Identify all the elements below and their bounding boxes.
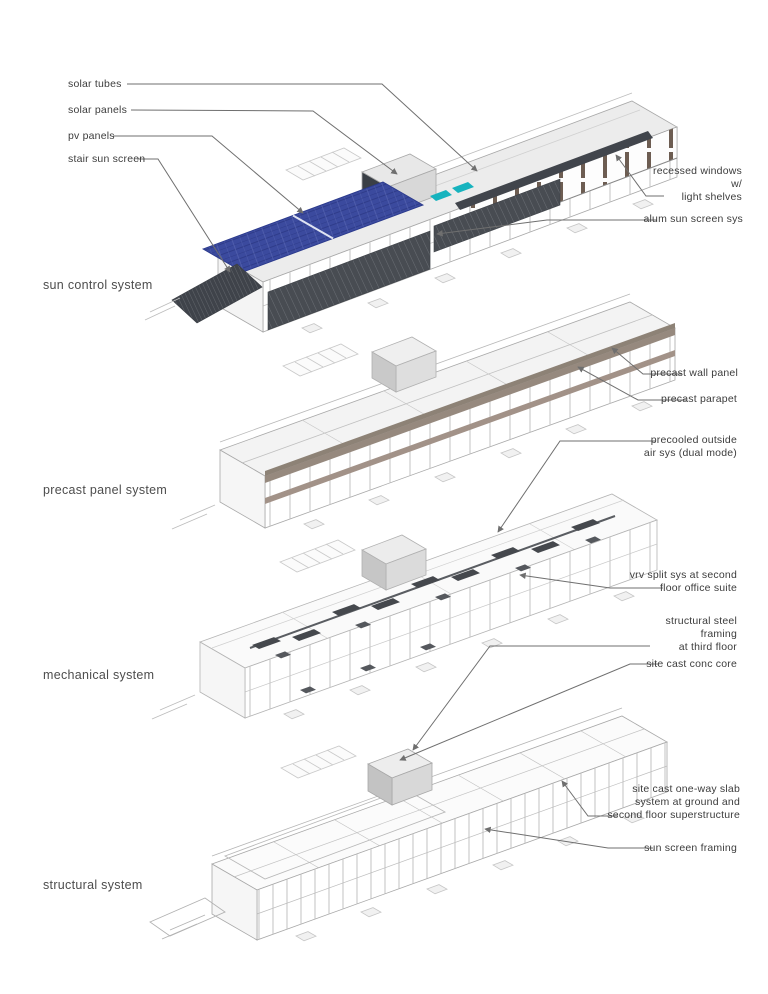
callout-text: air sys (dual mode) xyxy=(643,447,737,459)
stair-sun-screen-shape xyxy=(171,263,263,324)
roof-edge-band xyxy=(455,131,653,210)
core-box xyxy=(361,534,427,591)
alum-sun-screen-lower xyxy=(267,230,431,331)
structural-illustration xyxy=(149,707,668,942)
floating-trellis xyxy=(285,147,362,181)
callout-structural-steel: structural steel framing at third floor xyxy=(666,615,737,654)
callout-text: vrv split sys at second xyxy=(629,569,737,581)
section-title-sun-control: sun control system xyxy=(43,278,153,292)
callout-text: stair sun screen xyxy=(68,153,146,165)
callout-text: recessed windows xyxy=(653,165,742,177)
callout-text: framing xyxy=(700,628,737,640)
callout-solar-panels: solar panels xyxy=(68,104,127,117)
leader-precast-wall-panel xyxy=(611,347,682,375)
leader-solar-panels xyxy=(130,109,398,175)
sun-screen-framing-outline xyxy=(223,788,447,880)
precast-parapet-band xyxy=(265,323,675,476)
callout-alum-sun-screen: alum sun screen sys xyxy=(643,213,743,226)
callout-text: solar panels xyxy=(68,104,128,116)
callout-text: solar tubes xyxy=(68,78,122,90)
alum-sun-screen-upper xyxy=(433,178,561,253)
leader-sun-screen-framing xyxy=(484,826,653,849)
callout-sun-screen-framing: sun screen framing xyxy=(644,842,737,855)
leader-vrv-split xyxy=(519,572,663,589)
callout-text: structural steel xyxy=(665,615,737,627)
leader-alum-sun-screen xyxy=(436,219,657,237)
leader-solar-tubes xyxy=(127,83,478,172)
callout-text: pv panels xyxy=(68,130,115,142)
callout-text: alum sun screen sys xyxy=(643,213,743,225)
leader-one-way-slab xyxy=(561,780,618,817)
building-end-face xyxy=(219,449,266,529)
precast-wall-panel-band2 xyxy=(265,350,675,504)
callout-precooled-air: precooled outside air sys (dual mode) xyxy=(644,434,737,460)
floating-trellis xyxy=(279,539,356,573)
pv-panel-canopy xyxy=(201,181,425,273)
callout-vrv-split: vrv split sys at second floor office sui… xyxy=(630,569,737,595)
callout-text: precast wall panel xyxy=(650,367,738,379)
callout-precast-parapet: precast parapet xyxy=(661,393,737,406)
callout-precast-wall-panel: precast wall panel xyxy=(650,367,738,380)
core-box xyxy=(367,748,433,806)
callout-text: at third floor xyxy=(678,641,737,653)
floating-trellis xyxy=(280,745,357,779)
leader-recessed-windows xyxy=(615,154,664,197)
callout-text: w/ xyxy=(731,178,742,190)
callout-text: floor office suite xyxy=(660,582,737,594)
leader-structural-steel xyxy=(412,645,650,751)
leader-precooled-air xyxy=(497,440,655,533)
mechanical-illustration xyxy=(151,493,658,720)
building-end-face xyxy=(211,863,258,941)
leader-lines xyxy=(113,83,686,849)
leader-precast-parapet xyxy=(577,366,686,401)
leader-site-cast-core xyxy=(399,663,658,761)
building-end-face xyxy=(199,641,246,719)
sun-control-illustration xyxy=(144,92,678,334)
callout-text: light shelves xyxy=(681,191,742,203)
section-title-structural: structural system xyxy=(43,878,143,892)
callout-pv-panels: pv panels xyxy=(68,130,115,143)
leader-pv-panels xyxy=(113,135,304,214)
section-title-mechanical: mechanical system xyxy=(43,668,155,682)
precast-panel-illustration xyxy=(171,293,676,530)
callout-text: site cast one-way slab xyxy=(632,783,740,795)
solar-collectors-teal xyxy=(430,182,474,201)
callout-site-cast-core: site cast conc core xyxy=(646,658,737,671)
callout-text: precast parapet xyxy=(661,393,737,405)
callout-solar-tubes: solar tubes xyxy=(68,78,122,91)
callout-text: site cast conc core xyxy=(646,658,737,670)
callout-text: sun screen framing xyxy=(644,842,737,854)
callout-text: second floor superstructure xyxy=(607,809,740,821)
callout-text: precooled outside xyxy=(650,434,737,446)
callout-recessed-windows: recessed windows w/ light shelves xyxy=(653,165,742,204)
floating-trellis xyxy=(282,343,359,377)
stair-framing xyxy=(149,897,226,940)
core-box xyxy=(371,336,437,393)
callout-one-way-slab: site cast one-way slab system at ground … xyxy=(607,783,740,822)
callout-text: system at ground and xyxy=(635,796,740,808)
leader-stair-sun-screen xyxy=(137,158,231,273)
callout-stair-sun-screen: stair sun screen xyxy=(68,153,145,166)
precast-wall-panel-band xyxy=(265,328,675,483)
section-title-precast: precast panel system xyxy=(43,483,168,497)
